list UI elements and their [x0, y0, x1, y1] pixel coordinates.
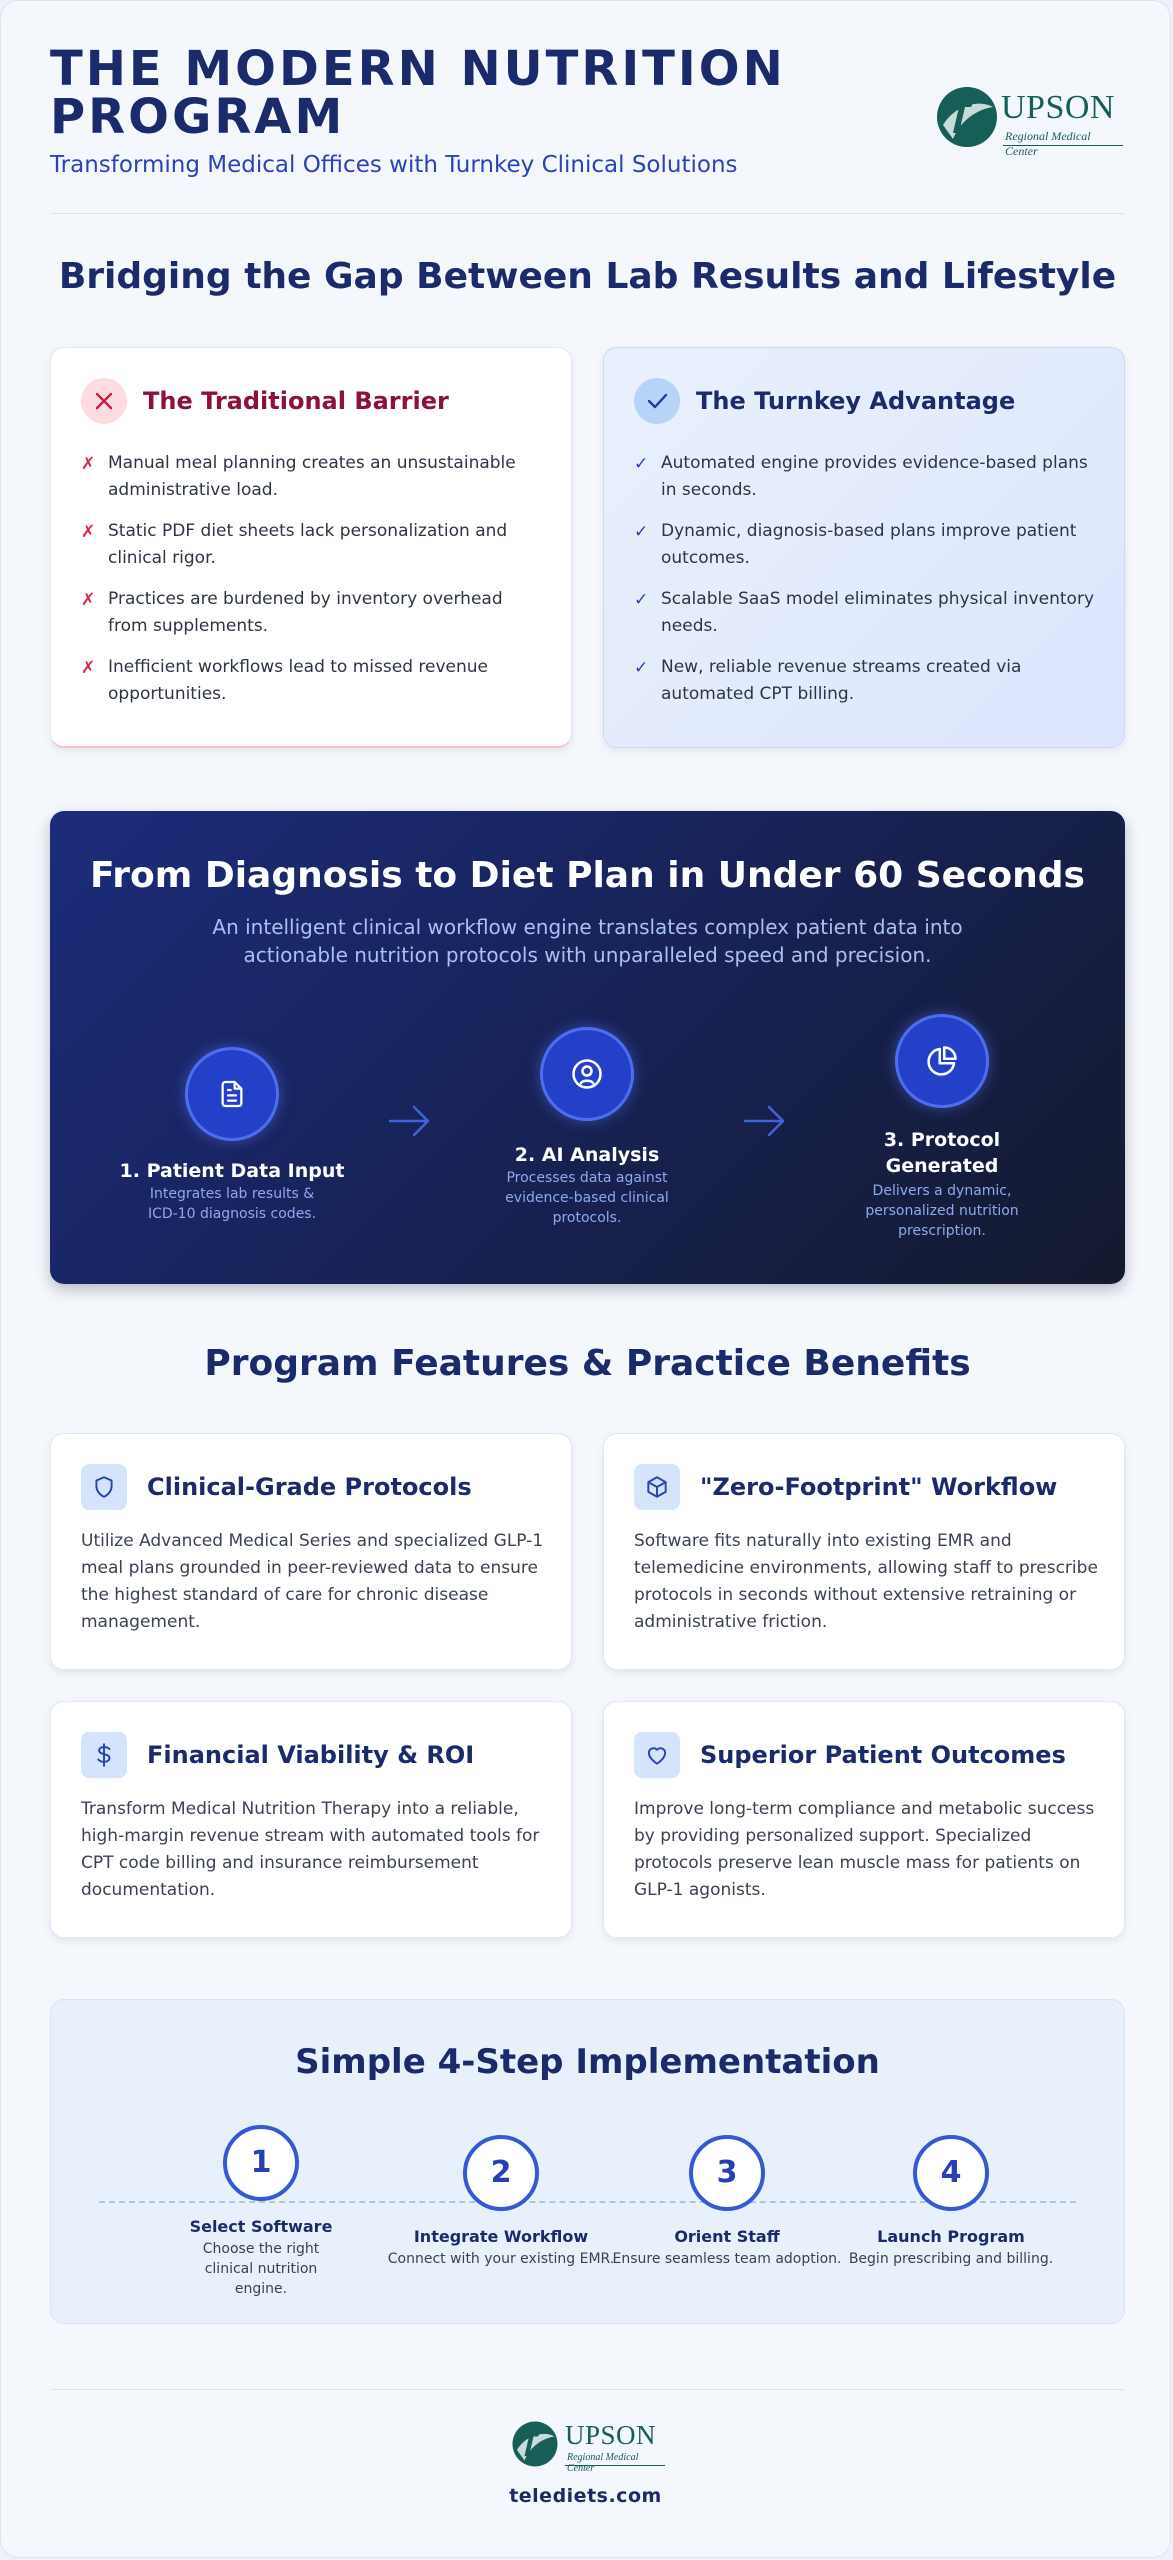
step-number-badge: 4 [913, 2135, 989, 2211]
gap-section-title: Bridging the Gap Between Lab Results and… [58, 256, 1117, 297]
x-mark-icon: ✗ [81, 454, 96, 474]
step-number-badge: 3 [689, 2135, 765, 2211]
advantage-item: ✓Scalable SaaS model eliminates physical… [634, 589, 1095, 636]
logo-tagline: Regional Medical Center [1005, 129, 1091, 158]
dollar-icon [81, 1732, 127, 1778]
step-number-badge: 2 [463, 2135, 539, 2211]
barrier-item: ✗Inefficient workflows lead to missed re… [81, 657, 488, 704]
advantage-card-title: The Turnkey Advantage [696, 387, 1016, 415]
implementation-section: Simple 4-Step Implementation 1 Select So… [50, 1999, 1125, 2324]
upson-logo: UPSON Regional Medical Center [935, 85, 1125, 158]
feature-card-workflow: "Zero-Footprint" Workflow Software fits … [603, 1433, 1125, 1670]
x-icon [81, 378, 127, 424]
feature-title: Superior Patient Outcomes [700, 1741, 1066, 1769]
check-mark-icon: ✓ [634, 522, 649, 542]
check-icon [634, 378, 680, 424]
workflow-description: An intelligent clinical workflow engine … [212, 915, 963, 967]
workflow-step-desc: Delivers a dynamic, personalized nutriti… [865, 1183, 1019, 1239]
barrier-item: ✗Static PDF diet sheets lack personaliza… [81, 521, 508, 568]
feature-desc: Improve long-term compliance and metabol… [634, 1799, 1095, 1900]
feature-card-outcomes: Superior Patient Outcomes Improve long-t… [603, 1701, 1125, 1938]
page-subtitle: Transforming Medical Offices with Turnke… [50, 152, 738, 178]
arrow-right-icon [743, 1105, 785, 1137]
feature-title: "Zero-Footprint" Workflow [700, 1473, 1058, 1501]
advantage-list: ✓Automated engine provides evidence-base… [634, 450, 1100, 722]
barrier-item: ✗Manual meal planning creates an unsusta… [81, 453, 516, 500]
logo-name: UPSON [565, 2420, 657, 2450]
document-icon [185, 1047, 279, 1141]
x-mark-icon: ✗ [81, 658, 96, 678]
arrow-right-icon [388, 1105, 430, 1137]
feature-desc: Transform Medical Nutrition Therapy into… [81, 1799, 540, 1900]
workflow-step-desc: Integrates lab results & ICD-10 diagnosi… [147, 1186, 317, 1222]
page-title: THE MODERN NUTRITION PROGRAM [50, 41, 786, 145]
x-mark-icon: ✗ [81, 590, 96, 610]
workflow-step-patient-data: 1. Patient Data Input Integrates lab res… [97, 1037, 367, 1237]
workflow-step-title: 3. Protocol Generated [883, 1129, 1001, 1177]
step-title: Launch Program [877, 2227, 1025, 2246]
x-mark-icon: ✗ [81, 522, 96, 542]
features-section-title: Program Features & Practice Benefits [204, 1343, 971, 1384]
workflow-step-title: 1. Patient Data Input [119, 1160, 345, 1182]
footer-divider [50, 2389, 1125, 2390]
check-mark-icon: ✓ [634, 658, 649, 678]
advantage-item: ✓Automated engine provides evidence-base… [634, 453, 1088, 500]
logo-rule [1003, 145, 1123, 146]
feature-card-clinical: Clinical-Grade Protocols Utilize Advance… [50, 1433, 572, 1670]
implementation-step-1: 1 Select Software Choose the right clini… [161, 2125, 361, 2297]
step-number-badge: 1 [223, 2125, 299, 2201]
shield-icon [81, 1464, 127, 1510]
logo-rule [565, 2465, 665, 2466]
feature-desc: Software fits naturally into existing EM… [634, 1531, 1098, 1632]
step-title: Select Software [189, 2217, 333, 2236]
advantage-item: ✓New, reliable revenue streams created v… [634, 657, 1022, 704]
analysis-icon [540, 1027, 634, 1121]
header: THE MODERN NUTRITION PROGRAM Transformin… [50, 45, 1125, 215]
barrier-card: The Traditional Barrier ✗Manual meal pla… [50, 347, 572, 748]
step-desc: Connect with your existing EMR. [387, 2251, 615, 2267]
implementation-step-2: 2 Integrate Workflow Connect with your e… [361, 2135, 641, 2285]
step-title: Integrate Workflow [413, 2227, 589, 2246]
box-icon [634, 1464, 680, 1510]
heart-icon [634, 1732, 680, 1778]
implementation-step-4: 4 Launch Program Begin prescribing and b… [831, 2135, 1071, 2285]
workflow-step-desc: Processes data against evidence-based cl… [505, 1170, 669, 1226]
barrier-item: ✗Practices are burdened by inventory ove… [81, 589, 503, 636]
check-mark-icon: ✓ [634, 590, 649, 610]
pie-chart-icon [895, 1014, 989, 1108]
check-mark-icon: ✓ [634, 454, 649, 474]
header-divider [50, 213, 1125, 214]
workflow-step-ai-analysis: 2. AI Analysis Processes data against ev… [452, 1027, 722, 1247]
logo-tagline: Regional Medical Center [567, 2452, 639, 2474]
step-title: Orient Staff [674, 2227, 780, 2246]
upson-logo-icon [512, 2421, 558, 2467]
workflow-step-title: 2. AI Analysis [514, 1144, 660, 1166]
logo-name: UPSON [1001, 89, 1115, 126]
footer-logo: UPSON Regional Medical Center [511, 2420, 666, 2474]
workflow-banner: From Diagnosis to Diet Plan in Under 60 … [50, 811, 1125, 1284]
implementation-timeline [99, 2201, 1076, 2203]
feature-card-financial: Financial Viability & ROI Transform Medi… [50, 1701, 572, 1938]
feature-desc: Utilize Advanced Medical Series and spec… [81, 1531, 544, 1632]
advantage-item: ✓Dynamic, diagnosis-based plans improve … [634, 521, 1077, 568]
implementation-title: Simple 4-Step Implementation [295, 2042, 880, 2082]
barrier-list: ✗Manual meal planning creates an unsusta… [81, 450, 547, 722]
workflow-title: From Diagnosis to Diet Plan in Under 60 … [90, 855, 1085, 896]
implementation-step-3: 3 Orient Staff Ensure seamless team adop… [597, 2135, 857, 2285]
workflow-step-protocol: 3. Protocol Generated Delivers a dynamic… [807, 1014, 1077, 1254]
barrier-card-title: The Traditional Barrier [143, 387, 449, 415]
footer-website-link[interactable]: telediets.com [509, 2485, 662, 2507]
step-desc: Choose the right clinical nutrition engi… [202, 2241, 320, 2297]
step-desc: Ensure seamless team adoption. [612, 2251, 842, 2267]
feature-title: Clinical-Grade Protocols [147, 1473, 472, 1501]
step-desc: Begin prescribing and billing. [848, 2251, 1054, 2267]
advantage-card: The Turnkey Advantage ✓Automated engine … [603, 347, 1125, 748]
upson-logo-icon [937, 87, 997, 147]
feature-title: Financial Viability & ROI [147, 1741, 475, 1769]
